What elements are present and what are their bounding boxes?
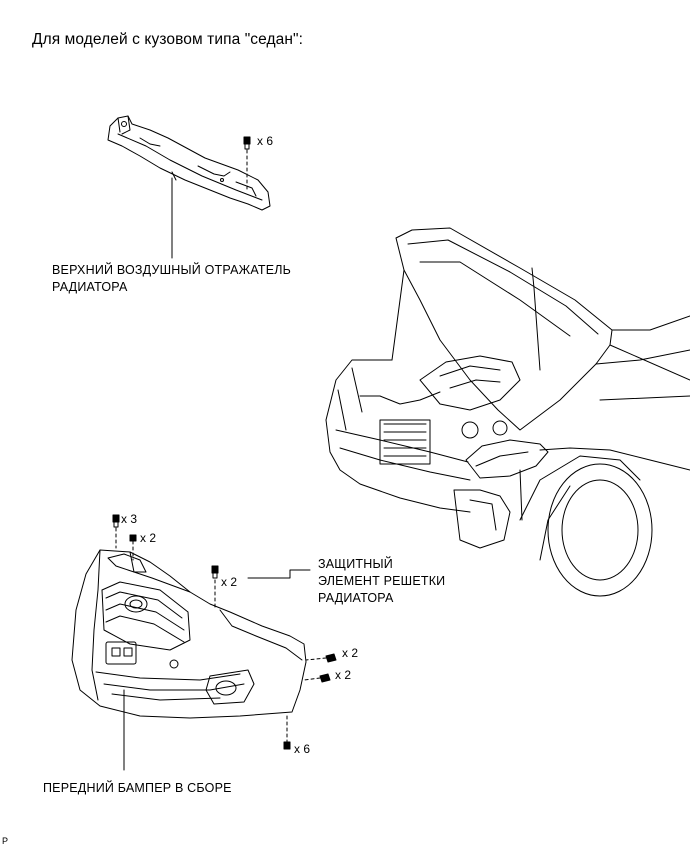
deflector-clip [243, 136, 251, 191]
label-grille-line-3: РАДИАТОРА [318, 591, 394, 605]
grille-protector-clips [211, 565, 219, 611]
vehicle-front-end [325, 227, 690, 597]
side-screws [303, 653, 337, 683]
label-deflector-line-1: ВЕРХНИЙ ВОЗДУШНЫЙ ОТРАЖАТЕЛЬ [52, 263, 292, 277]
grille-protector-leader-line [247, 569, 311, 579]
label-front-bumper-assembly: ПЕРЕДНИЙ БАМПЕР В СБОРЕ [43, 781, 232, 795]
qty-bumper-top-screws: x 2 [140, 531, 157, 545]
radiator-air-deflector [107, 115, 271, 211]
bumper-top-screws [129, 534, 137, 561]
qty-side-screws-upper: x 2 [342, 646, 359, 660]
qty-bumper-top-clips: x 3 [121, 512, 138, 526]
bumper-top-clips [112, 514, 120, 549]
bottom-screws [283, 715, 291, 750]
label-deflector-line-2: РАДИАТОРА [52, 280, 128, 294]
qty-deflector-clips: x 6 [257, 134, 274, 148]
qty-grille-clips: x 2 [221, 575, 238, 589]
front-bumper-assembly [71, 549, 307, 719]
label-grille-protector: ЗАЩИТНЫЙ ЭЛЕМЕНТ РЕШЕТКИ РАДИАТОРА [318, 556, 445, 607]
corner-code: P [2, 836, 9, 846]
qty-side-screws-lower: x 2 [335, 668, 352, 682]
label-radiator-air-deflector: ВЕРХНИЙ ВОЗДУШНЫЙ ОТРАЖАТЕЛЬ РАДИАТОРА [52, 262, 291, 296]
label-grille-line-2: ЭЛЕМЕНТ РЕШЕТКИ [318, 574, 446, 588]
label-grille-line-1: ЗАЩИТНЫЙ [318, 557, 393, 571]
diagram-heading: Для моделей с кузовом типа "седан": [32, 31, 304, 48]
qty-bottom-screws: x 6 [294, 742, 311, 756]
